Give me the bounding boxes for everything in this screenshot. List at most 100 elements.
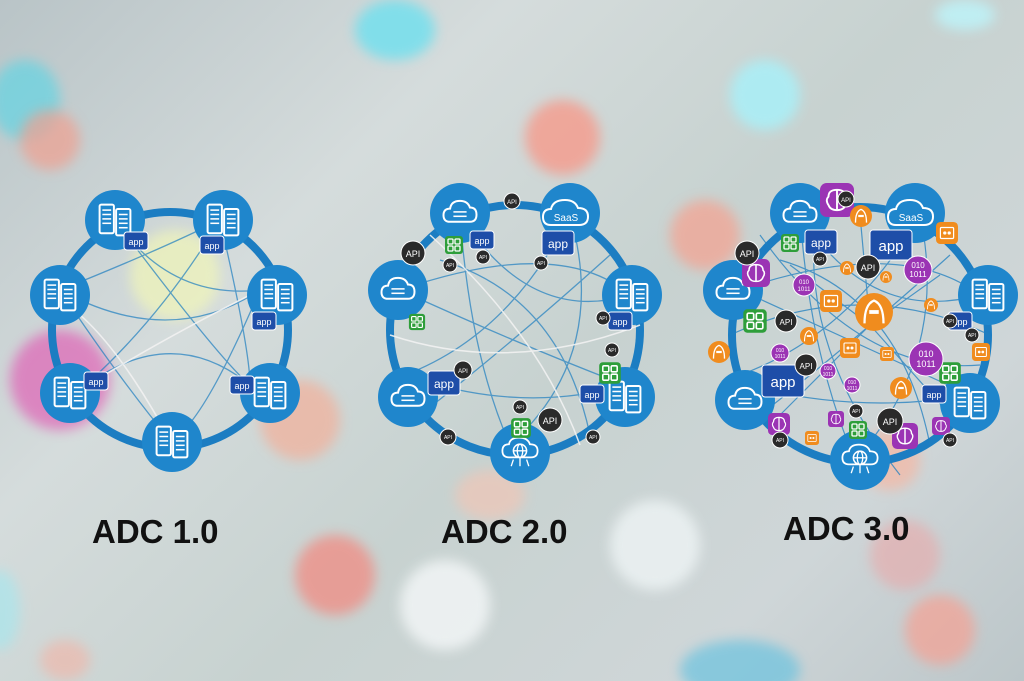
bokeh-light (680, 640, 800, 681)
api-badge: API (537, 407, 563, 433)
cloud-icon (541, 198, 590, 226)
hooded-hacker-icon (880, 271, 892, 283)
app-badge: app (199, 235, 225, 255)
green-modules-icon (444, 235, 464, 255)
green-modules-icon (938, 361, 962, 385)
api-badge: API (595, 310, 611, 326)
api-badge: API (400, 240, 426, 266)
app-badge: app (469, 230, 495, 250)
svg-text:API: API (946, 438, 954, 444)
svg-text:010: 010 (911, 261, 925, 270)
api-badge: API (848, 403, 864, 419)
app-badge: app (579, 384, 605, 404)
svg-text:1011: 1011 (775, 354, 786, 360)
svg-text:API: API (861, 263, 876, 273)
cloud-node (770, 183, 830, 243)
app-badge: app (761, 364, 805, 398)
svg-text:API: API (740, 249, 755, 259)
svg-text:API: API (946, 319, 954, 325)
svg-text:SaaS: SaaS (554, 213, 579, 224)
svg-text:API: API (780, 318, 793, 327)
api-badge: API (812, 251, 828, 267)
svg-text:app: app (952, 317, 967, 327)
chip-icon (880, 347, 894, 361)
server-node (247, 265, 307, 325)
chip-icon (972, 343, 990, 361)
adc2-title: ADC 2.0 (441, 513, 568, 550)
svg-text:app: app (548, 237, 568, 251)
api-badge: API (734, 240, 760, 266)
server-node (602, 265, 662, 325)
svg-text:API: API (444, 435, 452, 441)
api-badge: API (794, 353, 818, 377)
hooded-hacker-icon (840, 261, 854, 275)
svg-text:010: 010 (824, 366, 833, 372)
svg-text:010: 010 (799, 280, 810, 286)
svg-text:1011: 1011 (916, 359, 935, 369)
svg-text:1011: 1011 (909, 270, 927, 279)
svg-text:app: app (204, 241, 219, 251)
bokeh-light (20, 110, 80, 170)
svg-text:010: 010 (776, 348, 785, 354)
hooded-hacker-icon (708, 341, 730, 363)
cloud-node (715, 370, 775, 430)
green-modules-icon (598, 361, 622, 385)
api-badge: API (876, 407, 904, 435)
server-node (30, 265, 90, 325)
brain-icon (828, 411, 844, 427)
svg-text:app: app (584, 390, 599, 400)
svg-text:API: API (458, 369, 468, 375)
saas-node: SaaS (540, 183, 600, 243)
svg-text:app: app (926, 390, 941, 400)
api-badge: API (942, 432, 958, 448)
api-badge: API (604, 342, 620, 358)
green-modules-icon (780, 233, 800, 253)
app-badge: app (251, 311, 277, 331)
svg-text:1011: 1011 (847, 386, 858, 392)
chip-icon (936, 222, 958, 244)
app-badge: app (541, 230, 575, 256)
chip-icon (820, 290, 842, 312)
bokeh-light (295, 535, 375, 615)
svg-text:API: API (599, 316, 607, 322)
api-badge: API (855, 254, 881, 280)
hooded-hacker-icon (890, 377, 912, 399)
app-badge: app (607, 311, 633, 331)
cloud-node (378, 367, 438, 427)
app-badge: app (123, 231, 149, 251)
svg-text:API: API (841, 198, 851, 204)
api-badge: API (503, 192, 521, 210)
api-badge: API (475, 249, 491, 265)
svg-text:API: API (446, 263, 454, 269)
api-badge: API (453, 360, 473, 380)
green-modules-icon (742, 308, 768, 334)
svg-text:app: app (256, 317, 271, 327)
svg-text:API: API (883, 417, 898, 427)
svg-text:API: API (800, 362, 813, 371)
green-modules-icon (848, 420, 868, 440)
server-node (958, 265, 1018, 325)
svg-text:API: API (406, 249, 421, 259)
server-node (940, 373, 1000, 433)
api-badge: API (585, 429, 601, 445)
server-node (193, 190, 253, 250)
svg-text:SaaS: SaaS (899, 213, 924, 224)
api-badge: API (533, 255, 549, 271)
green-modules-icon (408, 313, 426, 331)
svg-text:app: app (128, 237, 143, 247)
hooded-hacker-icon (850, 205, 872, 227)
svg-text:010: 010 (918, 349, 933, 359)
app-badge: app (427, 370, 461, 396)
svg-text:API: API (589, 435, 597, 441)
api-badge: API (512, 399, 528, 415)
svg-text:API: API (968, 333, 976, 339)
svg-text:app: app (88, 377, 103, 387)
svg-text:1011: 1011 (798, 287, 812, 293)
svg-text:app: app (811, 236, 831, 250)
cloud-node (430, 183, 490, 243)
bokeh-light (870, 520, 940, 590)
